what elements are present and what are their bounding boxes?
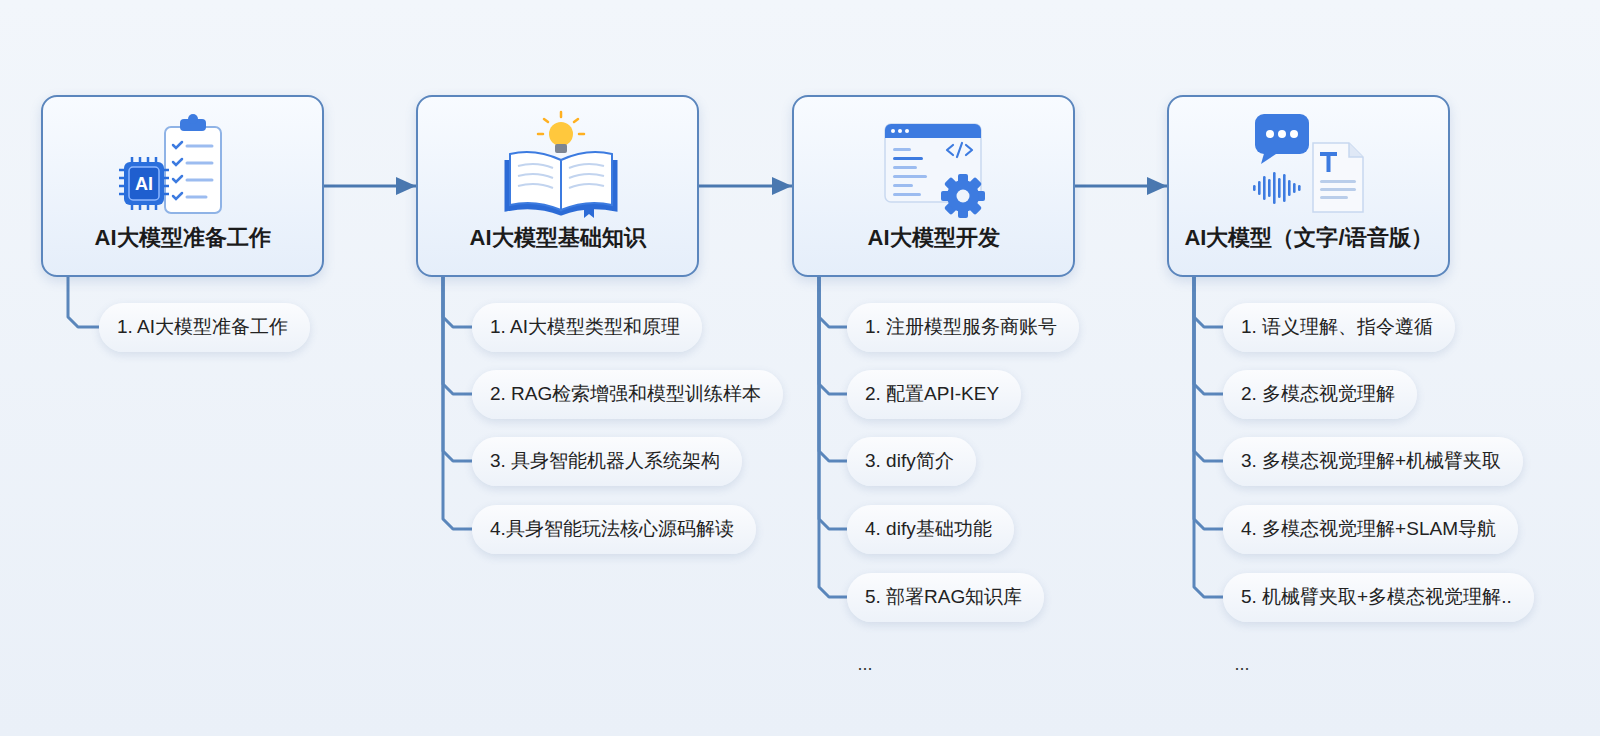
node-text: 1. 注册模型服务商账号 xyxy=(865,314,1057,340)
stage-box: AI大模型准备工作 xyxy=(41,95,324,277)
flow-arrow xyxy=(699,185,792,188)
node-text: 4.具身智能玩法核心源码解读 xyxy=(490,516,734,542)
tree-branch xyxy=(819,277,847,394)
node-text: AI大模型（文字/语音版） xyxy=(1184,223,1432,253)
tree-branch xyxy=(68,277,99,327)
node-text: 3. 多模态视觉理解+机械臂夹取 xyxy=(1241,448,1501,474)
ellipsis-note: ... xyxy=(857,654,872,675)
tree-branch xyxy=(819,277,847,529)
topic-pill: 5. 机械臂夹取+多模态视觉理解.. xyxy=(1223,573,1534,622)
node-text: 4. 多模态视觉理解+SLAM导航 xyxy=(1241,516,1496,542)
topic-pill: 1. AI大模型类型和原理 xyxy=(472,303,702,352)
chip-label: AI xyxy=(135,174,153,195)
topic-pill: 3. dify简介 xyxy=(847,437,976,486)
node-text: 2. RAG检索增强和模型训练样本 xyxy=(490,381,761,407)
tree-branch xyxy=(443,277,472,327)
tree-branch xyxy=(819,277,847,327)
node-text: AI大模型开发 xyxy=(868,223,1000,253)
tree-branch xyxy=(819,277,847,597)
topic-pill: 4. 多模态视觉理解+SLAM导航 xyxy=(1223,505,1518,554)
tree-branch xyxy=(1194,277,1223,461)
tree-branch xyxy=(1194,277,1223,394)
node-text: 4. dify基础功能 xyxy=(865,516,992,542)
topic-pill: 1. 注册模型服务商账号 xyxy=(847,303,1079,352)
topic-pill: 3. 多模态视觉理解+机械臂夹取 xyxy=(1223,437,1523,486)
stage-box: AI大模型（文字/语音版） xyxy=(1167,95,1450,277)
topic-pill: 2. 配置API-KEY xyxy=(847,370,1021,419)
tree-branch xyxy=(819,277,847,461)
node-text: 1. AI大模型准备工作 xyxy=(117,314,288,340)
tree-branch xyxy=(1194,277,1223,597)
node-text: 2. 多模态视觉理解 xyxy=(1241,381,1395,407)
tree-branch xyxy=(443,277,472,461)
node-text: 3. 具身智能机器人系统架构 xyxy=(490,448,720,474)
topic-pill: 4.具身智能玩法核心源码解读 xyxy=(472,505,756,554)
tree-branch xyxy=(1194,277,1223,529)
stage-box: AI大模型基础知识 xyxy=(416,95,699,277)
node-text: 1. AI大模型类型和原理 xyxy=(490,314,680,340)
node-text: AI大模型准备工作 xyxy=(95,223,271,253)
tree-branch xyxy=(443,277,472,529)
tree-branch xyxy=(1194,277,1223,327)
topic-pill: 4. dify基础功能 xyxy=(847,505,1014,554)
topic-pill: 1. AI大模型准备工作 xyxy=(99,303,310,352)
tree-branch xyxy=(443,277,472,394)
node-text: 5. 机械臂夹取+多模态视觉理解.. xyxy=(1241,584,1512,610)
topic-pill: 2. 多模态视觉理解 xyxy=(1223,370,1417,419)
topic-pill: 2. RAG检索增强和模型训练样本 xyxy=(472,370,783,419)
topic-pill: 1. 语义理解、指令遵循 xyxy=(1223,303,1455,352)
topic-pill: 3. 具身智能机器人系统架构 xyxy=(472,437,742,486)
ellipsis-note: ... xyxy=(1234,654,1249,675)
node-text: 5. 部署RAG知识库 xyxy=(865,584,1022,610)
flow-arrow xyxy=(1075,185,1167,188)
topic-pill: 5. 部署RAG知识库 xyxy=(847,573,1044,622)
stage-box: AI大模型开发 xyxy=(792,95,1075,277)
node-text: 3. dify简介 xyxy=(865,448,954,474)
node-text: 1. 语义理解、指令遵循 xyxy=(1241,314,1433,340)
node-text: AI大模型基础知识 xyxy=(470,223,646,253)
node-text: 2. 配置API-KEY xyxy=(865,381,999,407)
flow-arrow xyxy=(324,185,416,188)
